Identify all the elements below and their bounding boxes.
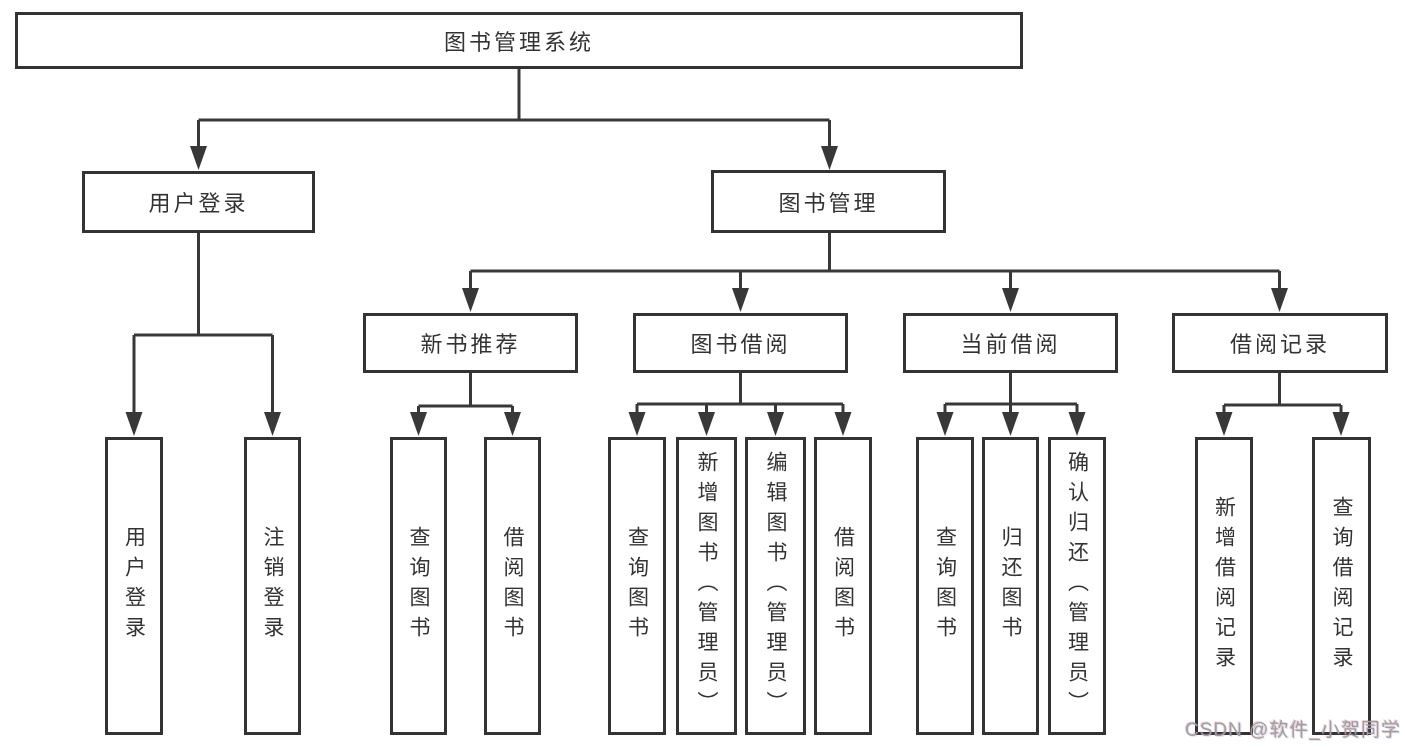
leaf-logout: 注销登录 <box>244 437 301 735</box>
node-user-login: 用户登录 <box>82 171 315 233</box>
leaf-borrow-edit-books-admin: 编辑图书（管理员） <box>745 437 806 735</box>
leaf-records-query-record: 查询借阅记录 <box>1312 437 1371 735</box>
node-new-book-recommend: 新书推荐 <box>363 313 578 373</box>
leaf-current-query-books: 查询图书 <box>916 437 974 735</box>
node-label: 借阅记录 <box>1229 332 1330 357</box>
leaf-borrow-add-books-admin: 新增图书（管理员） <box>676 437 737 735</box>
node-label: 当前借阅 <box>960 332 1061 357</box>
leaf-current-return-books: 归还图书 <box>982 437 1039 735</box>
node-label: 新增图书（管理员） <box>695 451 718 721</box>
leaf-current-confirm-return-admin: 确认归还（管理员） <box>1048 437 1106 735</box>
node-label: 新书推荐 <box>420 332 521 357</box>
node-label: 用户登录 <box>122 526 146 646</box>
node-label: 查询图书 <box>933 526 957 646</box>
csdn-watermark: CSDN @软件_小贺同学 <box>1185 720 1401 741</box>
node-current-borrowing: 当前借阅 <box>903 313 1118 373</box>
node-label: 图书管理 <box>778 190 879 216</box>
leaf-borrow-borrow-books: 借阅图书 <box>814 437 872 735</box>
leaf-newbooks-query-books: 查询图书 <box>390 437 447 735</box>
node-label: 注销登录 <box>261 526 284 646</box>
leaf-borrow-query-books: 查询图书 <box>608 437 666 735</box>
node-label: 编辑图书（管理员） <box>764 451 787 721</box>
node-label: 借阅图书 <box>501 526 524 646</box>
node-label: 借阅图书 <box>831 526 855 646</box>
leaf-user-login: 用户登录 <box>105 437 163 735</box>
node-label: 图书借阅 <box>690 332 791 357</box>
node-label: 查询借阅记录 <box>1330 496 1353 676</box>
node-label: 归还图书 <box>999 526 1022 646</box>
node-root: 图书管理系统 <box>15 12 1023 69</box>
node-label: 确认归还（管理员） <box>1065 451 1089 721</box>
node-label: 查询图书 <box>407 526 430 646</box>
node-label: 用户登录 <box>148 191 249 216</box>
node-book-borrowing: 图书借阅 <box>633 313 848 373</box>
node-book-management: 图书管理 <box>711 170 946 233</box>
node-borrowing-records: 借阅记录 <box>1172 313 1388 373</box>
leaf-records-add-record: 新增借阅记录 <box>1195 437 1253 735</box>
node-label: 新增借阅记录 <box>1212 496 1236 676</box>
node-label: 查询图书 <box>625 526 649 646</box>
leaf-newbooks-borrow-books: 借阅图书 <box>484 437 541 735</box>
node-label: 图书管理系统 <box>443 29 594 55</box>
